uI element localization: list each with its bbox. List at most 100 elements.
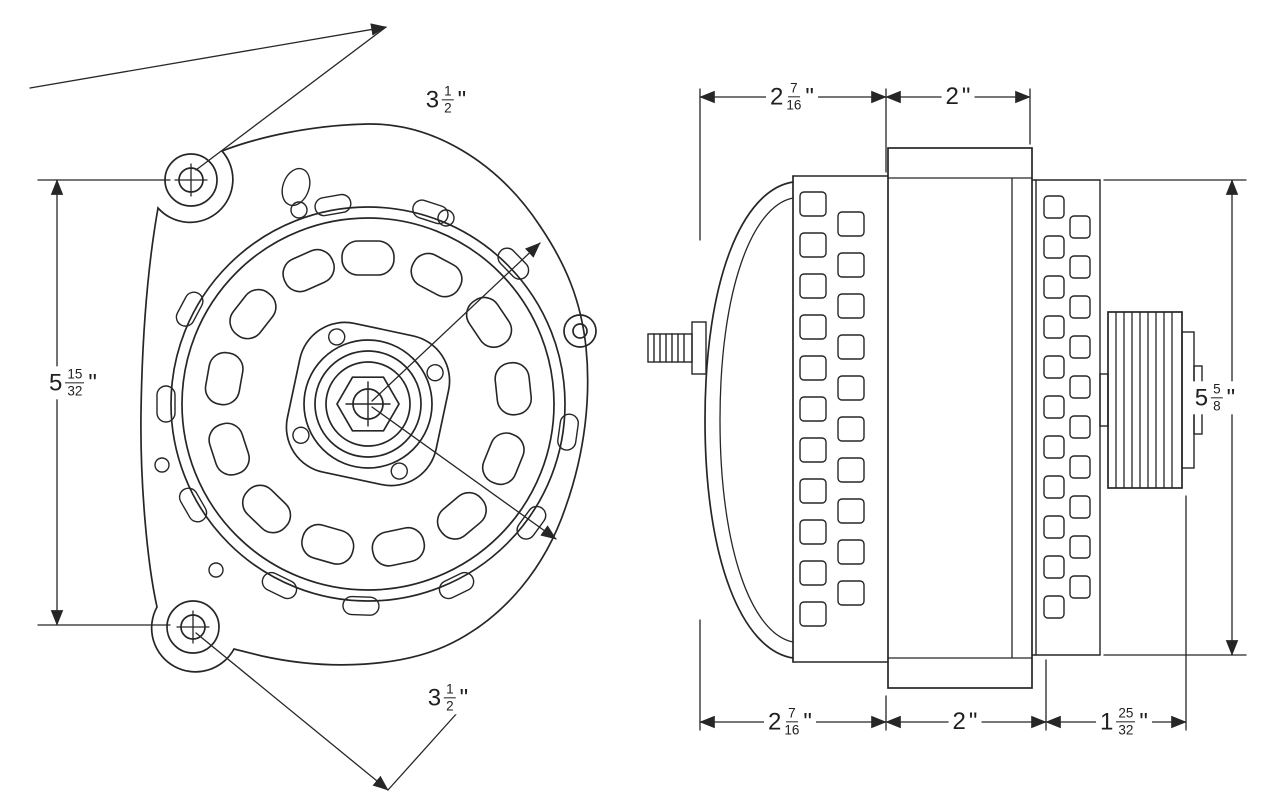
cooling-fin — [799, 355, 827, 381]
dome-inner-line — [719, 197, 794, 643]
cooling-fin — [1043, 235, 1065, 259]
dim-unit: " — [968, 708, 978, 735]
dim-unit: " — [961, 83, 971, 110]
ear-boss-ring — [166, 600, 220, 654]
cooling-fin — [799, 437, 827, 463]
cooling-fin — [1069, 255, 1091, 279]
cooling-fin — [837, 498, 865, 524]
dim-unit: " — [457, 86, 467, 113]
cooling-fin — [837, 334, 865, 360]
dim-label-side-bottom-mid: 2 " — [948, 708, 982, 735]
cooling-fin — [1069, 495, 1091, 519]
construction-line — [195, 632, 389, 791]
front-fins — [1043, 195, 1091, 619]
bolt-hole-crosshair — [174, 163, 208, 197]
cooling-fin — [799, 232, 827, 258]
rear-cover-dome — [704, 175, 794, 663]
dim-denominator: 8 — [1213, 398, 1221, 414]
stud-collar — [691, 321, 707, 375]
cooling-fin — [1043, 315, 1065, 339]
frame-rect — [887, 147, 1033, 689]
dim-unit: " — [803, 708, 812, 735]
cooling-fin — [1043, 595, 1065, 619]
center-frame-body — [887, 147, 1033, 689]
dim-unit: " — [459, 684, 469, 711]
cooling-fin — [837, 580, 865, 606]
dim-fraction: 25 32 — [1116, 706, 1136, 738]
cooling-fin — [837, 293, 865, 319]
dim-unit: " — [1139, 708, 1148, 735]
cooling-fin — [1043, 475, 1065, 499]
cooling-fin — [799, 314, 827, 340]
dim-numerator: 7 — [786, 706, 798, 723]
casting-slot-hole — [281, 167, 311, 207]
dim-denominator: 16 — [784, 722, 800, 738]
construction-line — [387, 711, 459, 791]
cooling-fin — [1069, 455, 1091, 479]
lug-hole — [572, 323, 588, 339]
pulley-hub — [285, 321, 451, 487]
cooling-fin — [1043, 395, 1065, 419]
dim-whole: 2 — [945, 83, 959, 110]
hub-ring-outer — [303, 339, 433, 469]
dim-denominator: 2 — [446, 698, 454, 714]
hub-bolt — [328, 328, 346, 346]
alternator-front-silhouette — [140, 123, 589, 673]
dim-numerator: 15 — [65, 367, 85, 384]
pulley-shaft — [1099, 373, 1109, 427]
dim-numerator: 7 — [788, 81, 800, 98]
dim-whole: 5 — [49, 369, 63, 396]
hub-bolt — [426, 364, 444, 382]
dome-outline — [704, 181, 794, 659]
dim-denominator: 16 — [786, 97, 802, 113]
cooling-fin — [799, 396, 827, 422]
dim-unit: " — [805, 83, 814, 110]
dim-label-side-bottom-rear: 2 7 16 " — [764, 705, 816, 739]
cooling-fin — [837, 375, 865, 401]
cooling-fin — [1069, 215, 1091, 239]
hub-ring-inner — [325, 361, 411, 447]
cooling-fin — [1043, 275, 1065, 299]
dim-whole: 3 — [425, 86, 440, 113]
cooling-fin — [1069, 375, 1091, 399]
construction-line — [29, 23, 387, 89]
dim-label-front-height: 5 15 32 " — [45, 366, 101, 400]
dim-numerator: 1 — [444, 682, 456, 699]
construction-line — [195, 26, 387, 171]
dim-fraction: 7 16 — [784, 706, 800, 738]
front-fin-section — [1031, 179, 1101, 656]
fan-shroud-inner-ring — [181, 217, 555, 591]
dim-whole: 3 — [427, 684, 442, 711]
stud-thread-hatch — [653, 333, 685, 363]
cooling-fin — [1069, 415, 1091, 439]
hub-ring-mid — [314, 350, 422, 458]
cooling-fin — [1069, 535, 1091, 559]
shaft-nut-hex — [336, 376, 400, 432]
hub-mounting-plate — [285, 321, 451, 487]
shaft-center-crosshair — [345, 381, 391, 427]
rear-fin-section — [792, 175, 889, 663]
cooling-fin — [799, 519, 827, 545]
dim-fraction: 7 16 — [786, 81, 802, 113]
dim-denominator: 32 — [1118, 722, 1134, 738]
dim-whole: 2 — [770, 83, 784, 110]
side-adjustment-lug — [563, 314, 597, 348]
rim-bolt-boss — [208, 562, 224, 578]
top-mounting-ear — [164, 153, 218, 207]
dim-unit: " — [88, 369, 97, 396]
cooling-fin — [1069, 295, 1091, 319]
rear-terminal-stud — [647, 321, 707, 375]
dim-numerator: 5 — [1211, 382, 1223, 399]
rim-details — [154, 167, 455, 578]
lug-boss-ring — [563, 314, 597, 348]
dim-unit: " — [1226, 384, 1236, 411]
dim-fraction: 5 8 — [1211, 382, 1223, 413]
rear-fins — [799, 191, 865, 627]
dim-whole: 2 — [768, 708, 782, 735]
dim-fraction: 1 2 — [444, 682, 456, 713]
hub-bolt — [390, 462, 408, 480]
cooling-fin — [799, 273, 827, 299]
dim-numerator: 25 — [1116, 706, 1136, 723]
side-view — [647, 147, 1203, 689]
